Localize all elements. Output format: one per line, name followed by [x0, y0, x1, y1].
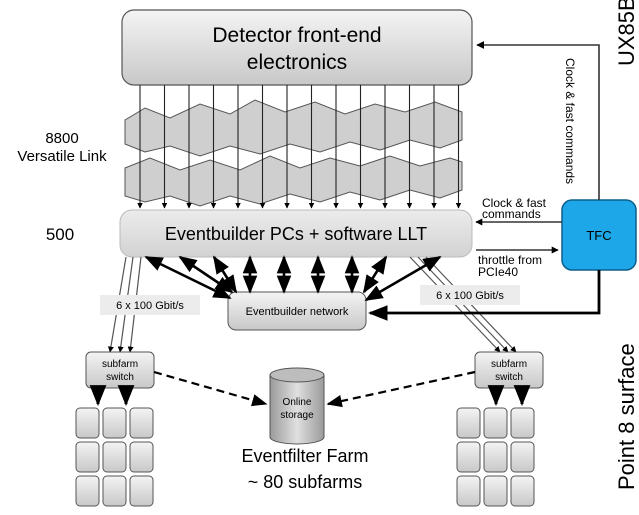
farm-nodes-right: [456, 385, 535, 507]
farm-node: [102, 475, 127, 507]
bandwidth-left: 6 x 100 Gbit/s: [100, 295, 200, 315]
subfarm-switch-right: subfarm switch: [474, 351, 544, 389]
subfarm-switch-right-line1: subfarm: [491, 359, 527, 370]
tfc-eb-arrows: [475, 218, 562, 254]
farm-nodes-left: [75, 385, 154, 507]
bandwidth-left-label: 6 x 100 Gbit/s: [116, 300, 184, 312]
eventbuilder-count-label: 500: [46, 225, 74, 244]
throttle-label-line1: throttle from: [478, 253, 542, 267]
clock-fast-label-line2: commands: [482, 207, 541, 221]
clock-fast-label-line1: Clock & fast: [482, 196, 547, 210]
farm-label: Eventfilter Farm: [241, 446, 368, 466]
eb-network-double-arrow: [178, 255, 234, 294]
farm-node: [483, 441, 508, 473]
bandwidth-right: 6 x 100 Gbit/s: [420, 285, 520, 305]
farm-node: [510, 475, 535, 507]
farm-node: [129, 441, 154, 473]
farm-node: [129, 407, 154, 439]
tfc-to-detector-line: [476, 41, 600, 200]
farm-node: [456, 407, 481, 439]
storage-label-line1: Online: [283, 397, 312, 408]
point8-surface-label: Point 8 surface: [614, 343, 639, 490]
versatile-link-bundles: [124, 99, 463, 207]
versatile-count-label: 8800: [45, 130, 78, 147]
bandwidth-right-label: 6 x 100 Gbit/s: [436, 290, 504, 302]
tfc-network-line: [368, 270, 601, 321]
farm-node: [75, 407, 100, 439]
storage-dashed-arrows: [153, 370, 476, 408]
subfarm-switch-left-line2: switch: [106, 372, 134, 383]
eb-network-arrows: [144, 255, 442, 302]
farm-node: [483, 407, 508, 439]
tfc-label: TFC: [586, 228, 611, 243]
farm-node: [102, 441, 127, 473]
clock-fast-commands-vertical-label: Clock & fast commands: [563, 58, 577, 184]
farm-node: [75, 441, 100, 473]
throttle-label-line2: PCIe40: [478, 265, 518, 279]
ux85b-label: UX85B: [614, 0, 639, 66]
farm-node: [102, 407, 127, 439]
farm-node: [510, 441, 535, 473]
detector-frontend-box: Detector front-end electronics: [121, 9, 473, 86]
eventbuilder-network-box: Eventbuilder network: [227, 291, 367, 331]
eventbuilder-label: Eventbuilder PCs + software LLT: [165, 224, 427, 244]
detector-label-line2: electronics: [247, 51, 347, 74]
farm-node: [129, 475, 154, 507]
eventbuilder-network-label: Eventbuilder network: [246, 306, 349, 318]
tfc-box: TFC: [561, 199, 637, 271]
farm-node: [483, 475, 508, 507]
farm-node: [456, 441, 481, 473]
storage-label-line2: storage: [280, 410, 314, 421]
farm-node: [456, 475, 481, 507]
eb-network-double-arrow: [362, 255, 388, 294]
farm-count-label: ~ 80 subfarms: [248, 472, 363, 492]
farm-node: [510, 407, 535, 439]
eventbuilder-pcs-box: Eventbuilder PCs + software LLT: [119, 209, 473, 258]
subfarm-switch-left-line1: subfarm: [102, 359, 138, 370]
subfarm-switch-right-line2: switch: [495, 372, 523, 383]
versatile-link-arrows: [137, 85, 462, 209]
versatile-link-label: Versatile Link: [17, 148, 107, 165]
farm-node: [75, 475, 100, 507]
eb-network-double-arrow: [364, 255, 442, 302]
online-storage-cylinder: Online storage: [269, 367, 325, 445]
subfarm-switch-left: subfarm switch: [85, 351, 155, 389]
detector-label-line1: Detector front-end: [212, 24, 381, 47]
